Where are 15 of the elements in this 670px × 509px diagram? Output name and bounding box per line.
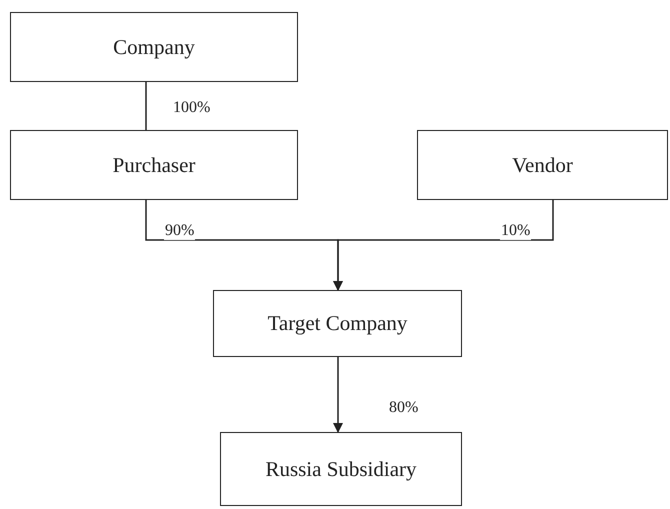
arrow xyxy=(333,200,554,291)
connector-line xyxy=(145,82,147,130)
entity-name: Purchaser xyxy=(112,152,196,178)
entity-name: Vendor xyxy=(512,152,573,178)
entity-box xyxy=(220,432,462,506)
entity-name: Target Company xyxy=(268,311,408,336)
entity-name: Company xyxy=(113,34,195,60)
arrow xyxy=(333,357,343,433)
entity-box xyxy=(10,130,298,200)
edge-label: 90% xyxy=(164,222,196,240)
entity-box xyxy=(417,130,668,200)
entity-name: Russia Subsidiary xyxy=(265,456,417,482)
edge-label: 10% xyxy=(500,222,532,240)
entity-box xyxy=(213,290,462,357)
entity-box xyxy=(10,12,298,82)
